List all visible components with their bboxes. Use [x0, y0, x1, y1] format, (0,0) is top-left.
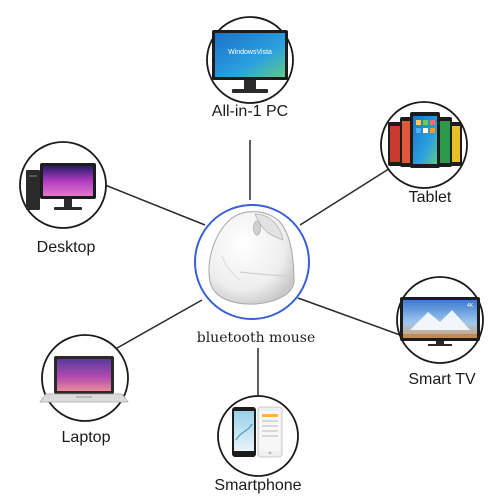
node-smart-tv: 4K: [396, 276, 484, 364]
smartphone-icon: [232, 406, 283, 458]
node-all-in-1-pc: WindowsVista: [206, 16, 294, 104]
node-smartphone: [217, 395, 299, 477]
label-smart-tv: Smart TV: [408, 371, 476, 388]
screen-text-windows: WindowsVista: [228, 49, 272, 56]
label-smartphone: Smartphone: [214, 477, 302, 494]
connector-laptop: [109, 299, 203, 353]
node-desktop: [19, 141, 107, 229]
laptop-icon: [39, 356, 129, 403]
connector-desktop: [104, 184, 206, 226]
hub-node: [194, 204, 310, 320]
smart-tv-icon: 4K: [400, 297, 480, 346]
label-desktop: Desktop: [36, 239, 96, 256]
connector-tablet: [299, 164, 396, 226]
vertical-mouse-icon: [208, 211, 295, 305]
connector-lines: [104, 140, 401, 398]
label-all-in-1-pc: All-in-1 PC: [211, 103, 289, 120]
screen-text-4k: 4K: [467, 303, 474, 309]
desktop-icon: [26, 163, 96, 210]
label-tablet: Tablet: [408, 189, 452, 206]
tablets-icon: [388, 112, 462, 168]
node-tablet: [380, 101, 468, 189]
node-laptop: [39, 334, 129, 422]
all-in-one-pc-icon: WindowsVista: [212, 30, 288, 93]
hub-label: bluetooth mouse: [196, 330, 316, 346]
label-laptop: Laptop: [61, 429, 111, 446]
connector-smart-tv: [297, 297, 401, 336]
